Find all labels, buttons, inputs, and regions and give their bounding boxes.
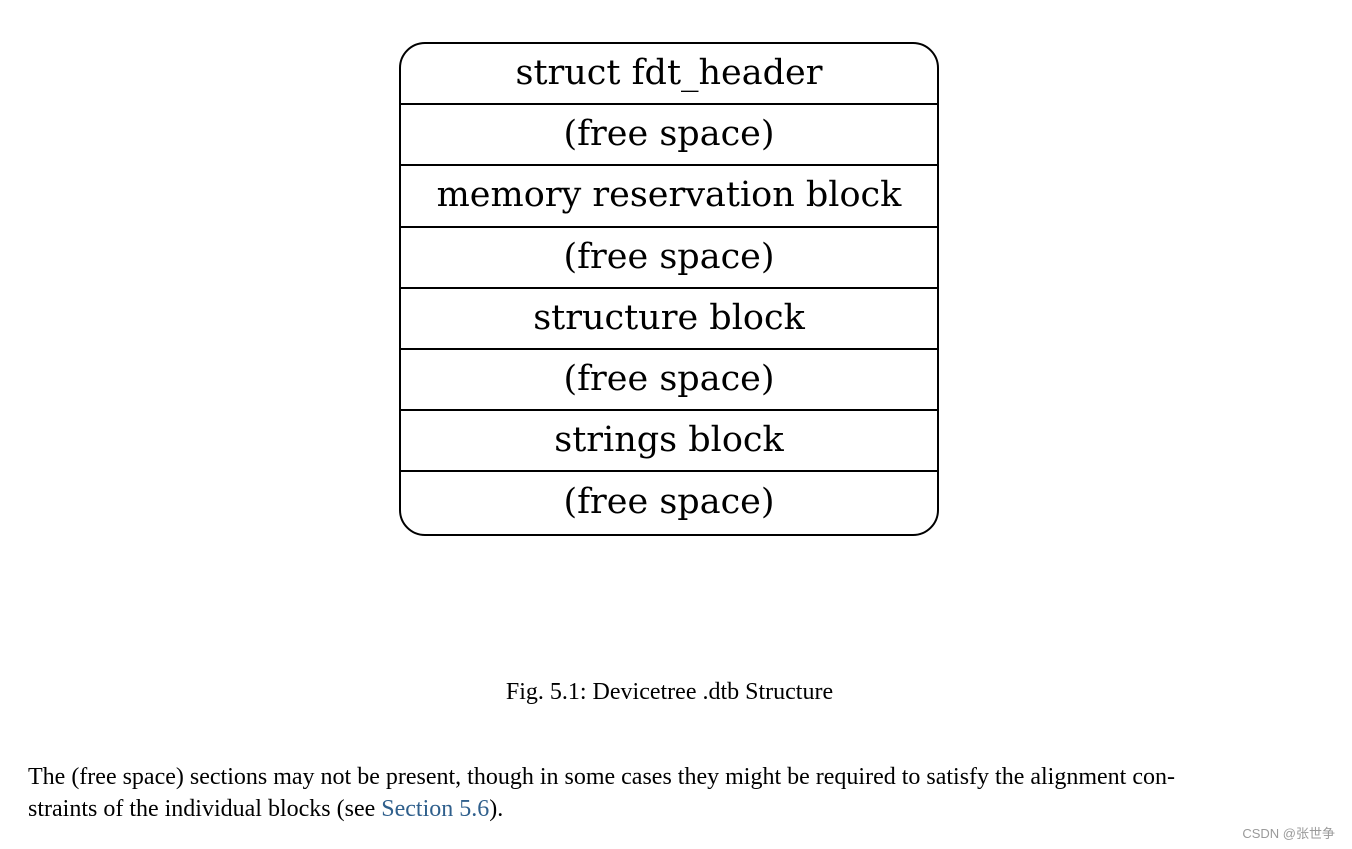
dtb-structure-diagram: struct fdt_header (free space) memory re…	[399, 42, 939, 536]
paragraph-line-1: The (free space) sections may not be pre…	[28, 764, 1175, 790]
csdn-watermark: CSDN @张世争	[1242, 826, 1335, 841]
paragraph-text-after-link: ).	[489, 796, 504, 822]
diagram-row-free-space-1: (free space)	[401, 105, 937, 167]
diagram-row-free-space-2: (free space)	[401, 228, 937, 289]
diagram-row-free-space-3: (free space)	[401, 350, 937, 412]
diagram-row-free-space-4: (free space)	[563, 482, 775, 523]
figure-caption: Fig. 5.1: Devicetree .dtb Structure	[505, 679, 834, 705]
diagram-row-fdt-header: struct fdt_header	[401, 44, 937, 106]
diagram-row-strings-block: strings block	[401, 411, 937, 473]
diagram-row-structure-block: structure block	[401, 289, 937, 350]
paragraph-text-before-link: straints of the individual blocks (see	[28, 796, 382, 822]
paragraph-line-2: straints of the individual blocks (see S…	[28, 793, 1318, 825]
section-5-6-link[interactable]: Section 5.6	[381, 796, 490, 822]
body-paragraph: The (free space) sections may not be pre…	[28, 761, 1318, 825]
diagram-row-memory-reservation-block: memory reservation block	[401, 166, 937, 228]
